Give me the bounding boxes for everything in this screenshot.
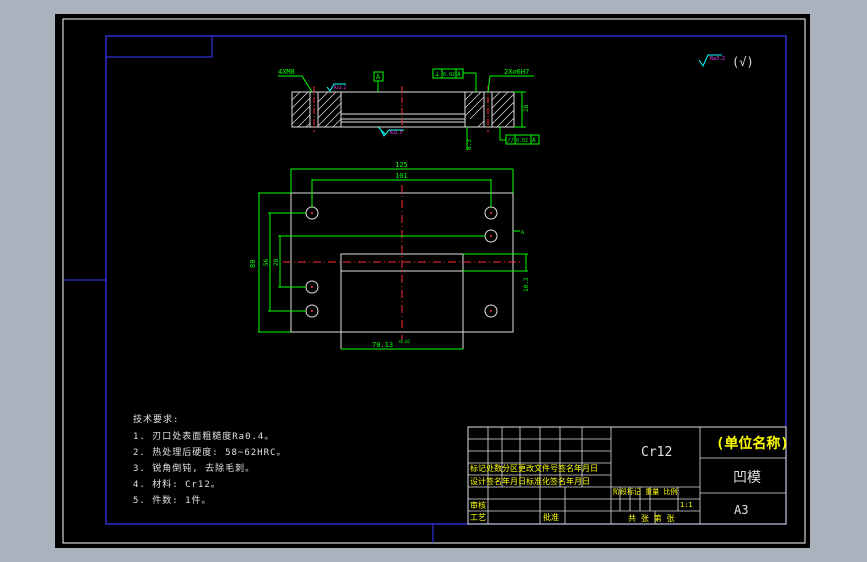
title-block: 标记处数分区更改文件号签名年月日 设计签名年月日标准化签名年月日 审核 工艺 批… xyxy=(467,426,789,525)
para-tol: 0.02 xyxy=(516,138,528,144)
design-row-label: 设计签名年月日标准化签名年月日 xyxy=(470,476,590,486)
roughness-left: Ra3.2 xyxy=(334,85,347,90)
roughness-value: Ra3.2 xyxy=(710,56,725,62)
review-label: 审核 xyxy=(470,500,486,510)
dim-56: 56 xyxy=(263,258,270,266)
stage-header: 阶段标记 重量 比例 xyxy=(613,487,677,496)
perp-tol: 0.02 xyxy=(443,72,455,78)
mark-a: A xyxy=(521,230,524,236)
roughness-paren: (√) xyxy=(732,55,754,69)
height-dim: 28 xyxy=(523,104,530,112)
plan-view: 125 101 80 56 28 70.13 +0.02 10.3 A xyxy=(249,161,530,350)
company-name: (单位名称) xyxy=(716,435,789,452)
roughness-symbol: Ra3.2 (√) xyxy=(698,54,754,69)
revision-row-label: 标记处数分区更改文件号签名年月日 xyxy=(470,463,598,473)
parallelism-frame: // 0.02 A xyxy=(499,127,540,145)
tech-req-item-3: 3. 锐角倒钝, 去除毛刺。 xyxy=(133,464,256,474)
process-label: 工艺 xyxy=(470,513,486,522)
dim-28: 28 xyxy=(273,258,280,266)
dim-slot-tol: +0.02 xyxy=(398,339,411,344)
perp-datum: A xyxy=(457,71,461,78)
thread-label: 4XM8 xyxy=(278,68,295,76)
drawing-outer-border xyxy=(62,18,806,544)
sheet-count-label: 共 张 第 张 xyxy=(628,513,674,523)
approve-label: 批准 xyxy=(543,512,559,522)
para-symbol: // xyxy=(507,137,515,144)
material-value: Cr12 xyxy=(641,445,672,460)
scale-value: 1:1 xyxy=(680,501,693,509)
section-outline xyxy=(291,91,515,128)
dim-slot-width: 70.13 xyxy=(372,341,393,349)
tech-req-item-4: 4. 材料: Cr12。 xyxy=(133,480,221,490)
section-view: 4XM8 Ra3.2 A ⊥ 0.02 A 2X∅6H7 28 6.3 xyxy=(278,68,540,150)
dim-slot-height: 10.3 xyxy=(523,277,530,292)
model-space[interactable] xyxy=(55,14,810,548)
dim-hole-spacing: 101 xyxy=(395,172,408,180)
perpendicularity-frame: ⊥ 0.02 A xyxy=(432,68,477,92)
corner-code-box xyxy=(105,35,213,58)
hole-bottom-right xyxy=(484,304,498,318)
section-hatching xyxy=(291,91,515,128)
datum-a-label: A xyxy=(376,73,381,81)
roughness-bottom: Ra3.2 xyxy=(390,130,403,135)
perp-symbol: ⊥ xyxy=(435,70,439,78)
title-block-frame xyxy=(467,426,787,525)
pin-hole-label: 2X∅6H7 xyxy=(504,68,529,76)
tech-req-title: 技术要求: xyxy=(133,415,180,425)
para-datum: A xyxy=(532,137,536,144)
dim-overall-height: 80 xyxy=(249,260,257,268)
dim-overall-width: 125 xyxy=(395,161,408,169)
tech-req-item-5: 5. 件数: 1件。 xyxy=(133,496,212,506)
depth-dim: 6.3 xyxy=(466,139,473,150)
part-name: 凹模 xyxy=(733,470,761,486)
sheet-size: A3 xyxy=(734,503,748,517)
tech-req-item-2: 2. 热处理后硬度: 58~62HRC。 xyxy=(133,448,287,458)
tech-req-item-1: 1. 刃口处表面粗糙度Ra0.4。 xyxy=(133,432,275,442)
